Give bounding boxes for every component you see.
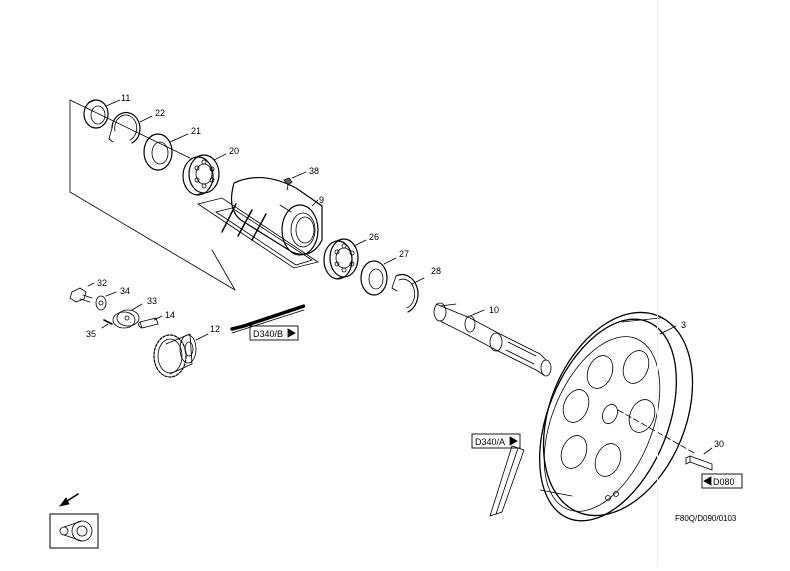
- leader-27: [383, 257, 397, 265]
- label-33: 33: [147, 296, 157, 306]
- part-22-snap-ring[interactable]: [108, 111, 141, 144]
- leader-12: [195, 333, 209, 341]
- leader-38: [291, 171, 307, 179]
- part-34-washer[interactable]: [95, 295, 107, 311]
- label-26: 26: [369, 232, 379, 242]
- label-20: 20: [229, 146, 239, 156]
- ref-box-key[interactable]: [701, 473, 743, 489]
- label-21: 21: [191, 126, 201, 136]
- document-code: F80Q/D090/0103: [675, 514, 737, 523]
- leader-21: [169, 133, 189, 143]
- label-3: 3: [681, 320, 686, 330]
- part-11-bearing-cap[interactable]: [83, 99, 109, 129]
- part-20-ball-bearing[interactable]: [182, 154, 220, 196]
- leader-22: [139, 115, 153, 123]
- label-11: 11: [121, 93, 130, 103]
- page-edge: [657, 0, 658, 566]
- leader-30: [703, 447, 713, 455]
- leader-33: [131, 303, 143, 311]
- leader-14: [153, 315, 163, 321]
- leader-3: [659, 325, 677, 335]
- leader-35: [101, 323, 109, 329]
- label-9: 9: [319, 195, 324, 205]
- ref-box-chain[interactable]: [249, 325, 299, 341]
- part-32-bolt[interactable]: [69, 287, 93, 303]
- label-34: 34: [120, 286, 130, 296]
- part-33-retaining-plate[interactable]: [112, 309, 140, 329]
- belt-drive-symbol-icon: [49, 513, 99, 549]
- part-9-bearing-housing[interactable]: [197, 176, 323, 269]
- ref-label-chain: D340/B: [253, 329, 283, 339]
- part-26-ball-bearing[interactable]: [323, 238, 359, 280]
- part-27-washer[interactable]: [360, 260, 388, 296]
- label-12: 12: [210, 324, 220, 334]
- label-38: 38: [309, 166, 319, 176]
- ref-label-belt: D340/A: [475, 437, 505, 447]
- leader-9: [311, 199, 319, 207]
- assembly-outline: [69, 99, 236, 291]
- label-35: 35: [86, 329, 96, 339]
- part-number-labels: 11 22 21 20 38 9 26 27 28 10 3 30 32 34 …: [86, 93, 737, 523]
- leader-20: [213, 153, 227, 161]
- ref-label-key: D080: [713, 477, 735, 487]
- leader-32: [87, 282, 95, 287]
- label-32: 32: [97, 278, 107, 288]
- label-14: 14: [165, 310, 175, 320]
- ref-box-belt[interactable]: [471, 433, 521, 449]
- leader-11: [105, 99, 121, 107]
- label-30: 30: [714, 439, 724, 449]
- part-14-key[interactable]: [138, 317, 159, 329]
- arrow-down-left-icon: [59, 493, 79, 507]
- label-27: 27: [399, 249, 409, 259]
- leader-34: [105, 291, 117, 297]
- part-35-pin[interactable]: [103, 319, 113, 325]
- drive-chain[interactable]: [230, 304, 306, 334]
- part-30-key[interactable]: [685, 455, 713, 471]
- part-28-snap-ring[interactable]: [391, 273, 419, 313]
- part-3-pulley[interactable]: [513, 290, 721, 541]
- label-10: 10: [489, 305, 499, 315]
- leader-10: [469, 309, 485, 317]
- leader-26: [353, 239, 367, 247]
- part-12-sprocket[interactable]: [153, 333, 197, 378]
- part-10-shaft[interactable]: [433, 302, 552, 377]
- leader-28: [411, 277, 425, 285]
- label-22: 22: [155, 108, 165, 118]
- part-21-spacer-washer[interactable]: [143, 133, 173, 171]
- label-28: 28: [431, 266, 441, 276]
- drive-belt[interactable]: [489, 445, 525, 517]
